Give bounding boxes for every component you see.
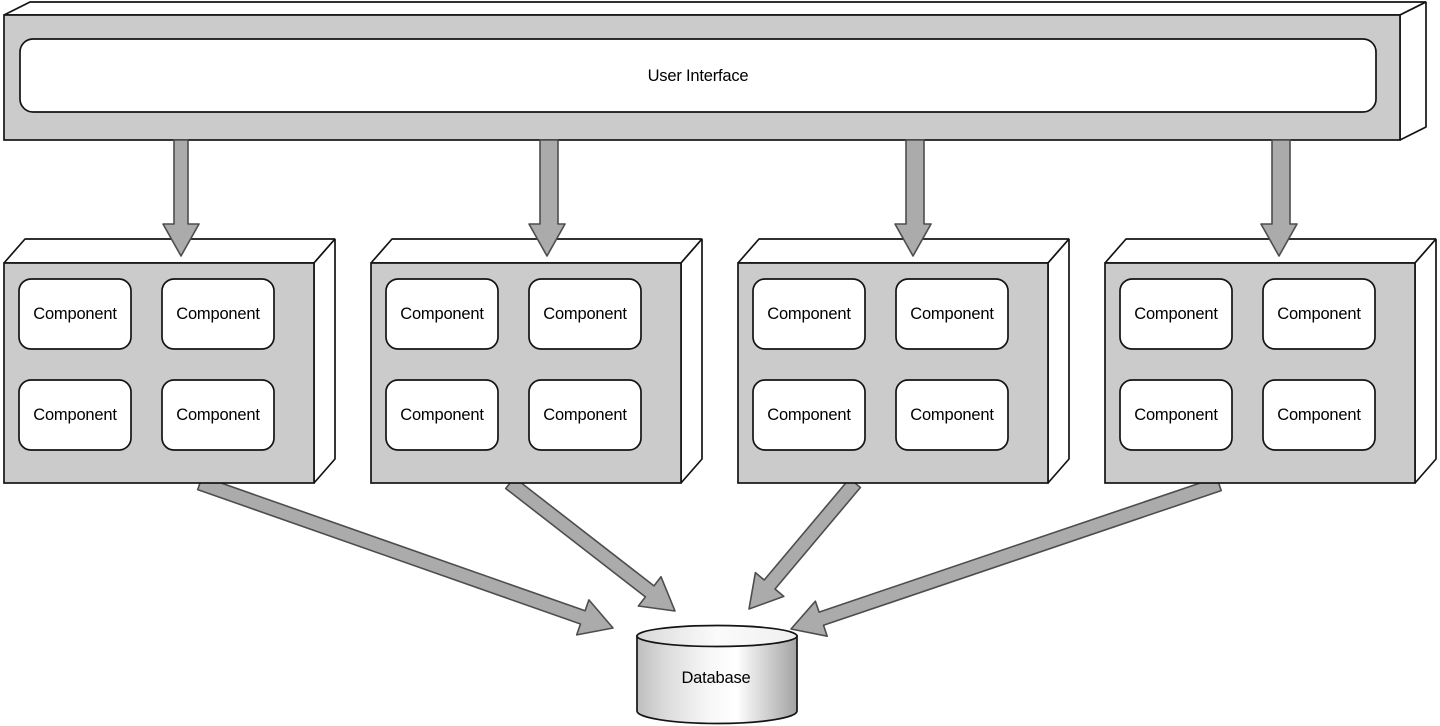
group4-to-database-arrow xyxy=(790,476,1222,638)
user-interface-bar: User Interface xyxy=(3,1,1427,141)
group1-to-database-arrow xyxy=(196,475,614,636)
component-label: Component xyxy=(767,305,851,323)
component-card xyxy=(895,278,1009,350)
component-label: Component xyxy=(1134,305,1218,323)
component-card xyxy=(1119,379,1233,451)
ui-to-group1-arrow xyxy=(162,139,200,257)
ui-to-group2-arrow xyxy=(528,139,566,257)
component-card xyxy=(752,379,866,451)
database-cylinder-body xyxy=(636,635,798,725)
component-card xyxy=(528,278,642,350)
group4-top-face xyxy=(1104,238,1437,264)
component-card xyxy=(895,379,1009,451)
component-label: Component xyxy=(1277,305,1361,323)
component-group-3: Component Component Component Component xyxy=(737,238,1070,484)
component-card xyxy=(161,278,275,350)
ui-to-group3-arrow xyxy=(894,139,932,257)
component-card xyxy=(1262,379,1376,451)
group3-to-database-arrow xyxy=(748,477,862,610)
group2-right-face xyxy=(680,238,703,484)
component-label: Component xyxy=(400,406,484,424)
component-label: Component xyxy=(543,305,627,323)
component-card xyxy=(385,278,499,350)
database: Database xyxy=(636,624,798,725)
ui-to-group4-arrow xyxy=(1260,139,1298,257)
database-cylinder-top xyxy=(636,624,798,648)
ui-bar-inner-panel xyxy=(19,38,1377,113)
user-interface-label: User Interface xyxy=(648,67,749,85)
group2-top-face xyxy=(370,238,703,264)
component-card xyxy=(161,379,275,451)
component-label: Component xyxy=(910,406,994,424)
group1-right-face xyxy=(313,238,336,484)
component-card xyxy=(752,278,866,350)
component-label: Component xyxy=(176,406,260,424)
group2-to-database-arrow xyxy=(504,476,676,612)
component-card xyxy=(1262,278,1376,350)
group4-right-face xyxy=(1414,238,1437,484)
component-card xyxy=(528,379,642,451)
component-group-1: Component Component Component Component xyxy=(3,238,336,484)
component-label: Component xyxy=(543,406,627,424)
component-card xyxy=(1119,278,1233,350)
component-label: Component xyxy=(33,305,117,323)
component-card xyxy=(385,379,499,451)
component-group-4: Component Component Component Component xyxy=(1104,238,1437,484)
ui-bar-top-face xyxy=(3,1,1427,16)
component-label: Component xyxy=(33,406,117,424)
ui-bar-right-face xyxy=(1399,1,1427,141)
component-label: Component xyxy=(176,305,260,323)
ui-to-group-arrows xyxy=(162,139,1298,257)
component-label: Component xyxy=(1277,406,1361,424)
component-card xyxy=(18,379,132,451)
component-label: Component xyxy=(910,305,994,323)
group3-right-face xyxy=(1047,238,1070,484)
database-label: Database xyxy=(681,669,750,687)
group3-top-face xyxy=(737,238,1070,264)
group-to-database-arrows xyxy=(196,475,1222,638)
component-card xyxy=(18,278,132,350)
component-label: Component xyxy=(1134,406,1218,424)
group1-top-face xyxy=(3,238,336,264)
component-group-2: Component Component Component Component xyxy=(370,238,703,484)
component-label: Component xyxy=(400,305,484,323)
component-label: Component xyxy=(767,406,851,424)
